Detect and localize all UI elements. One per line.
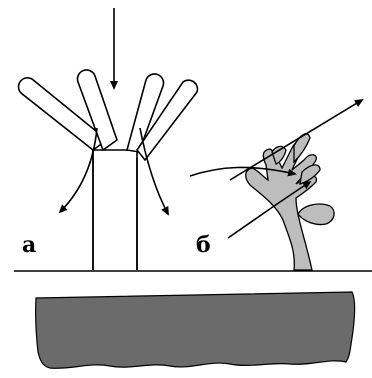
label-a: а xyxy=(22,232,36,258)
right-lobe xyxy=(298,204,334,224)
right-figure xyxy=(246,134,334,270)
label-b: б xyxy=(196,232,211,258)
substrate-block xyxy=(36,292,355,368)
